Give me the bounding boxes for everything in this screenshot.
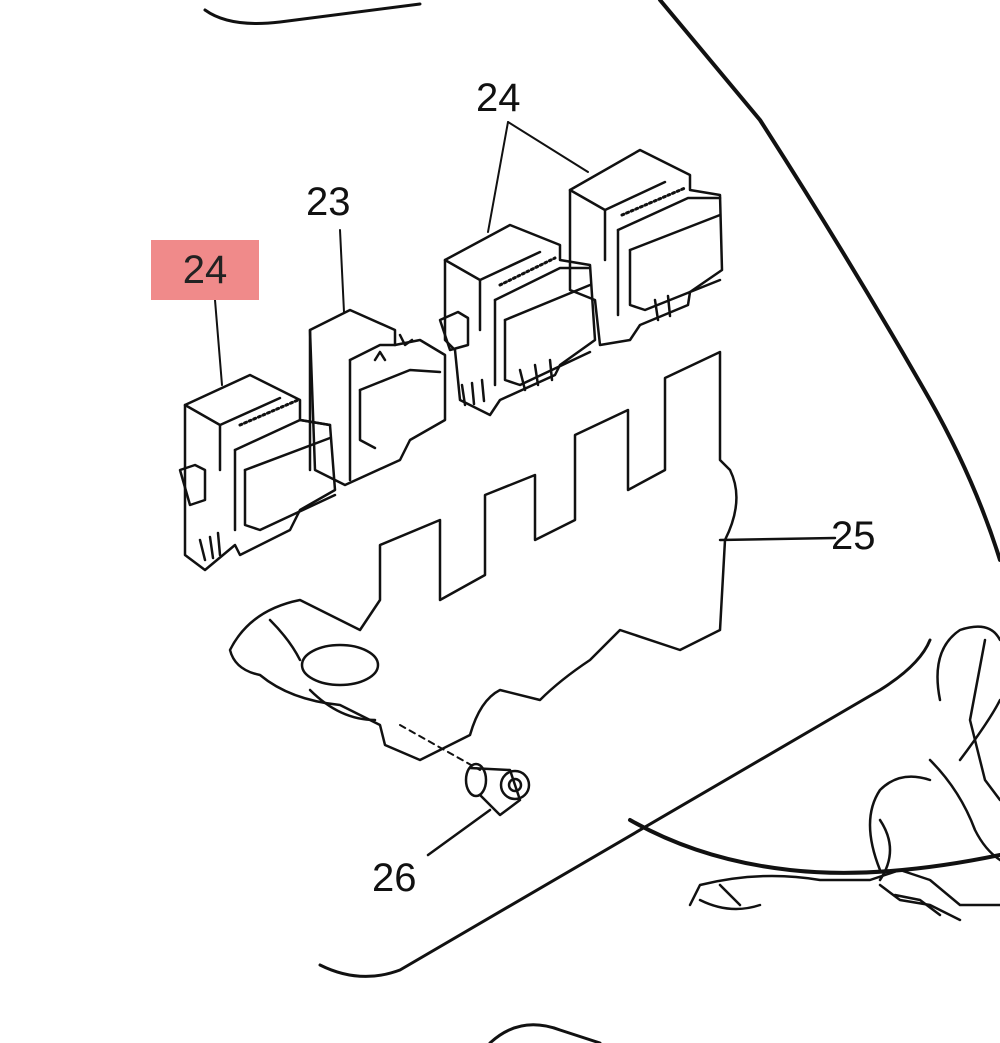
callout-25[interactable]: 25 (831, 514, 876, 558)
relay-24-left (178, 299, 337, 572)
relay-24-middle (438, 121, 597, 417)
callout-26[interactable]: 26 (372, 856, 417, 900)
wiring-harness (628, 625, 1000, 922)
bolt-26 (399, 724, 531, 857)
relay-24-right (507, 121, 724, 347)
bracket-25 (228, 350, 837, 762)
callout-24-pair[interactable]: 24 (476, 76, 521, 120)
panel-diagonal-edge (658, 0, 1000, 562)
relay-23 (308, 229, 447, 487)
panel-top-edge (203, 2, 422, 25)
panel-lower-edge (488, 1023, 602, 1043)
panel-bottom-edge (318, 638, 932, 978)
callout-24-highlighted[interactable]: 24 (151, 240, 259, 300)
callout-23[interactable]: 23 (306, 180, 351, 224)
